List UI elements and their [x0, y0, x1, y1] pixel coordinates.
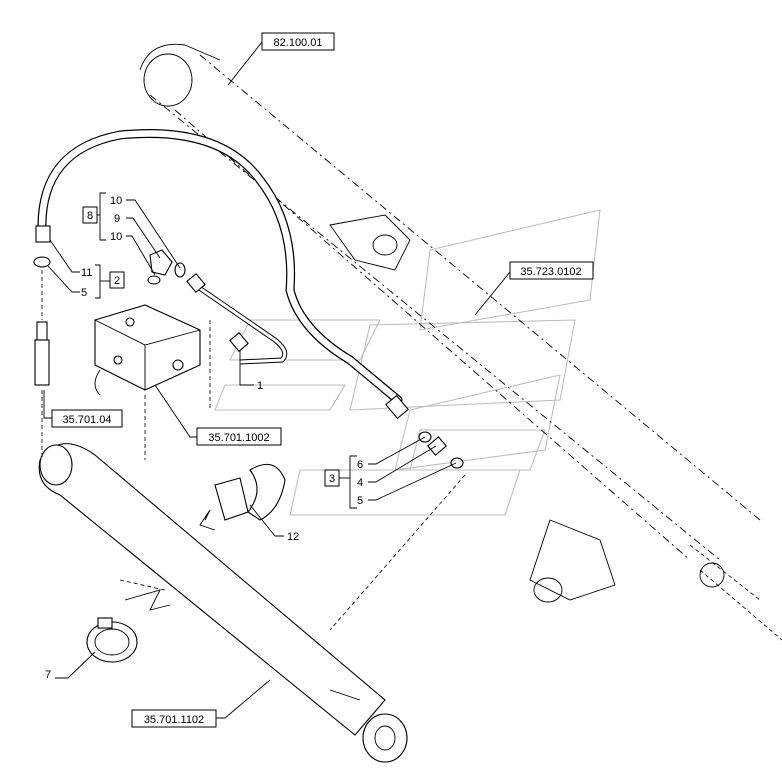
- ref-box-cylinder-hose[interactable]: 35.701.04: [43, 390, 123, 428]
- svg-text:35.701.1102: 35.701.1102: [144, 714, 204, 726]
- hose-adapter: [34, 321, 50, 386]
- break-mark: [124, 589, 171, 611]
- svg-text:6: 6: [357, 459, 363, 471]
- o-ring: [33, 256, 51, 268]
- callout-group-8: 8 10 9 10: [82, 192, 181, 276]
- svg-text:1: 1: [257, 380, 263, 392]
- valve-block: [94, 304, 201, 396]
- svg-text:12: 12: [287, 531, 299, 543]
- svg-text:35.701.04: 35.701.04: [63, 414, 112, 426]
- callout-12: 12: [249, 504, 299, 543]
- svg-text:35.723.0102: 35.723.0102: [520, 266, 581, 278]
- svg-text:11: 11: [81, 267, 92, 279]
- connection-line: [329, 474, 466, 631]
- union-fitting: [418, 431, 464, 469]
- callout-1: 1: [239, 350, 263, 392]
- guard-plate: [214, 463, 286, 521]
- ref-box-boom[interactable]: 82.100.01: [227, 32, 335, 86]
- connection-line: [119, 579, 166, 591]
- callout-group-2: 11 5 2: [47, 239, 125, 299]
- ref-box-valve-block[interactable]: 35.701.1002: [154, 384, 282, 446]
- callout-7: 7: [45, 651, 96, 681]
- watermark-logo: [214, 209, 601, 516]
- svg-text:9: 9: [114, 213, 120, 225]
- svg-text:82.100.01: 82.100.01: [274, 37, 323, 49]
- elbow-fitting: [147, 249, 186, 285]
- hydraulic-cylinder: [38, 443, 408, 763]
- svg-text:35.701.1002: 35.701.1002: [208, 432, 269, 444]
- svg-text:7: 7: [45, 669, 51, 681]
- callout-group-3: 3 6 4 5: [324, 436, 457, 509]
- svg-text:10: 10: [110, 231, 122, 243]
- svg-text:8: 8: [87, 210, 93, 222]
- svg-text:5: 5: [357, 495, 363, 507]
- break-mark: [199, 509, 216, 531]
- hydraulic-hose: [35, 128, 409, 420]
- svg-text:4: 4: [357, 477, 363, 489]
- steel-pipe: [186, 273, 288, 365]
- svg-text:10: 10: [110, 195, 122, 207]
- svg-text:5: 5: [81, 287, 87, 299]
- svg-text:2: 2: [114, 275, 120, 287]
- svg-text:3: 3: [329, 473, 335, 485]
- ref-box-cylinder[interactable]: 35.701.1102: [131, 679, 271, 728]
- hose-clamp: [86, 617, 138, 663]
- ref-box-hydraulic-lines[interactable]: 35.723.0102: [474, 261, 594, 316]
